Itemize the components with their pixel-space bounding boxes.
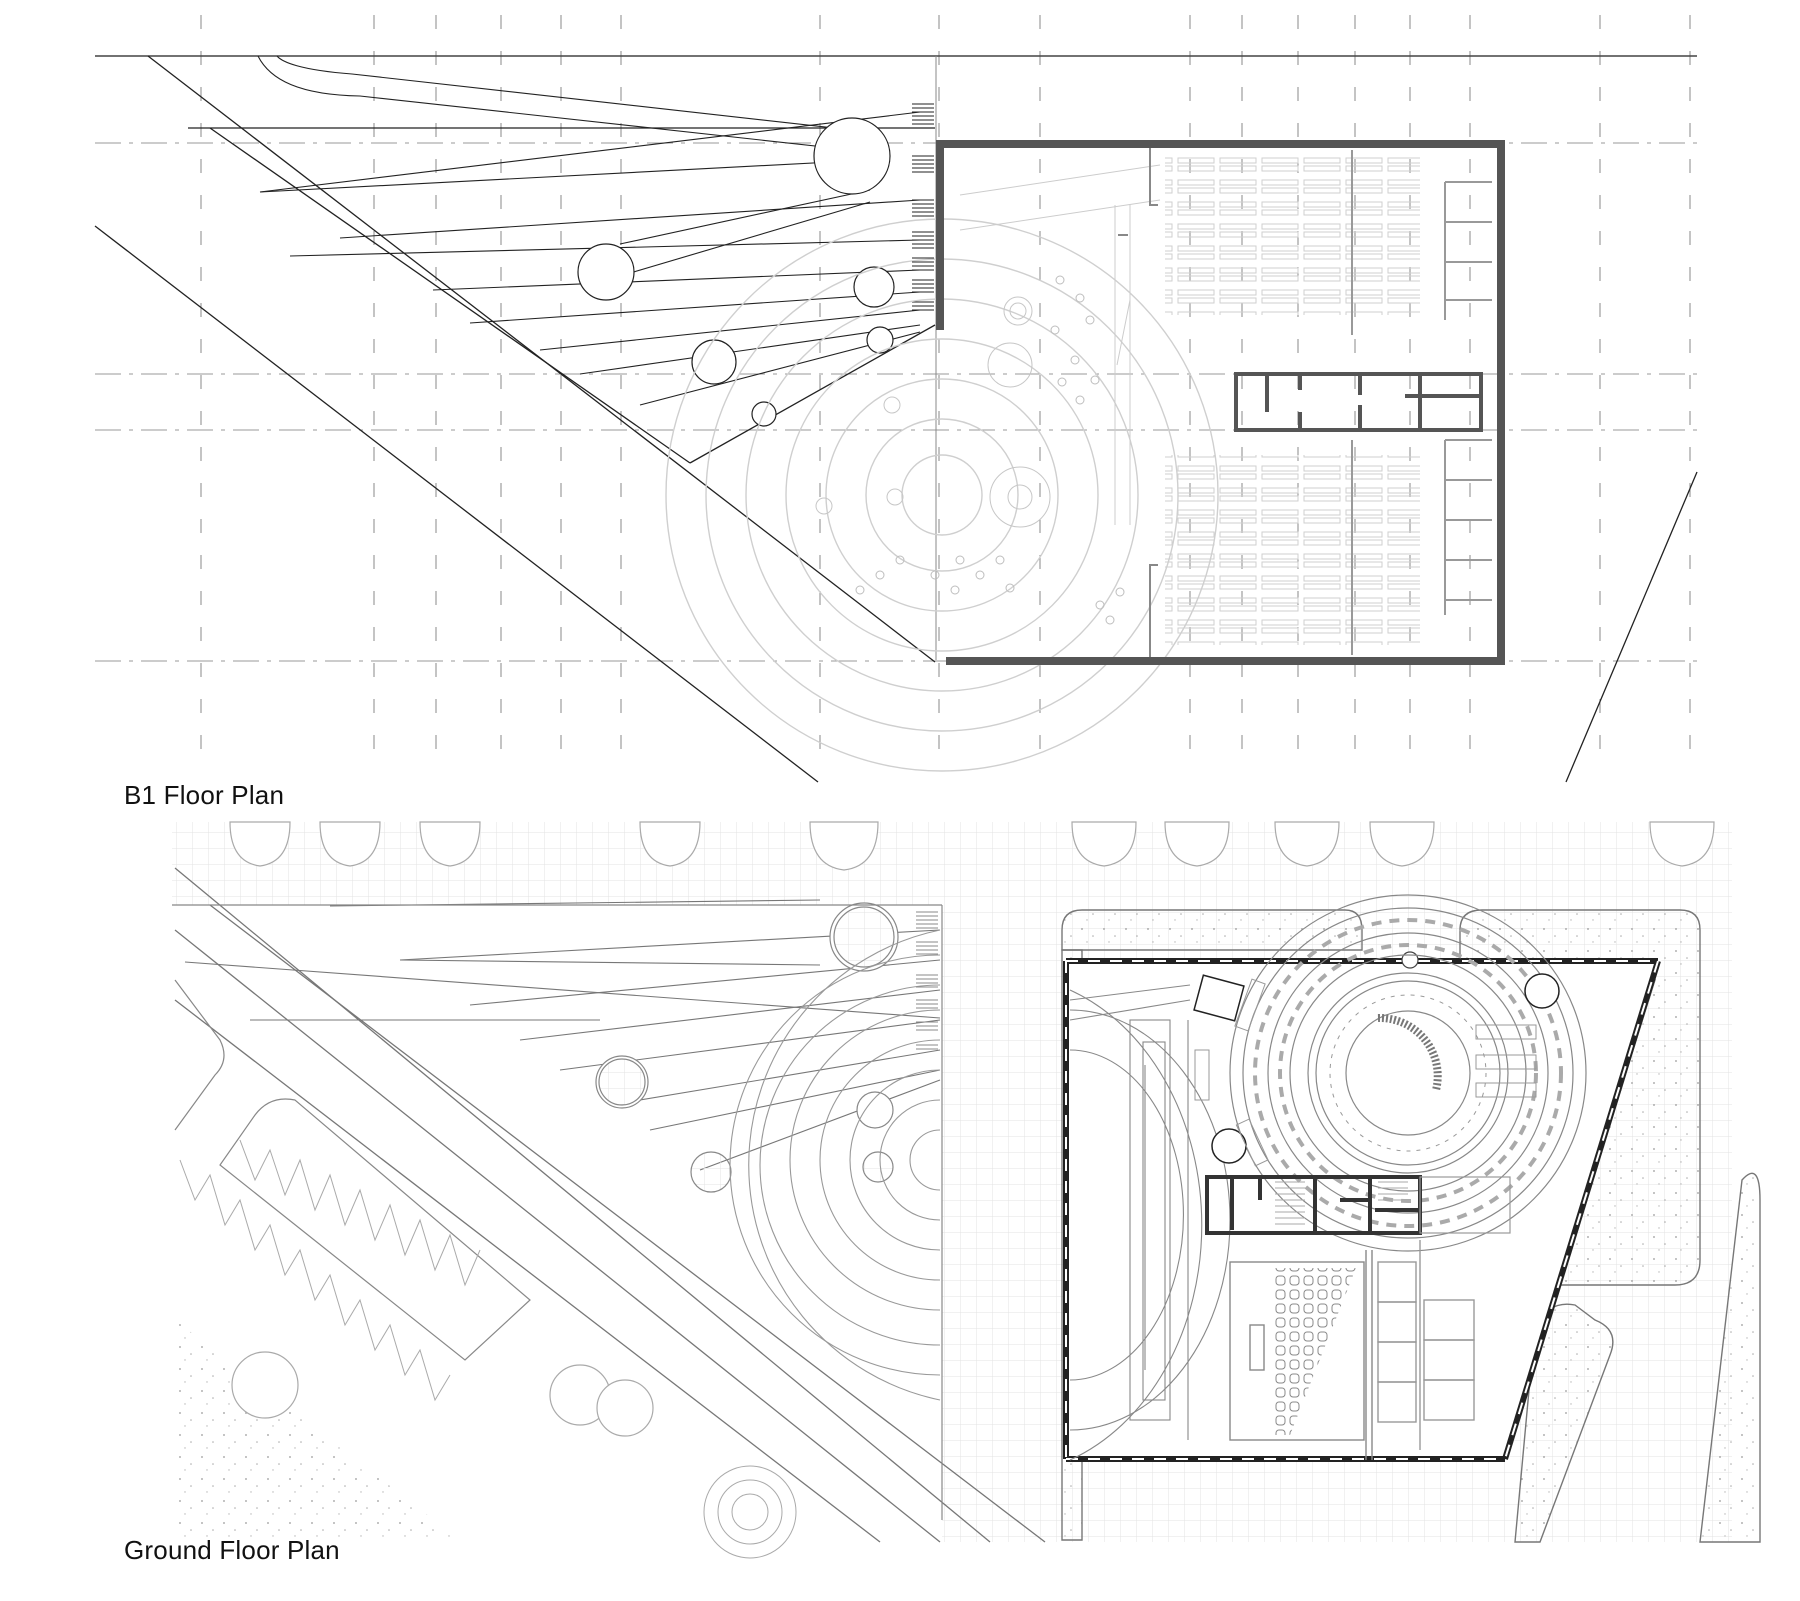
- circular-reading-hall: [1229, 894, 1587, 1252]
- ground-building: [1063, 894, 1662, 1462]
- ground-floor-plan: [172, 821, 1761, 1559]
- b1-service-core: [1234, 372, 1483, 432]
- b1-stacks-south: [1165, 455, 1420, 645]
- auditorium: [1229, 1250, 1373, 1460]
- street-trees: [229, 821, 1715, 871]
- b1-stacks-north: [1165, 155, 1420, 315]
- b1-perimeter-wall: [936, 140, 1505, 665]
- ground-floor-plan-title: Ground Floor Plan: [124, 1535, 340, 1565]
- b1-floor-plan-title: B1 Floor Plan: [124, 780, 285, 810]
- b1-floor-plan: [94, 15, 1700, 783]
- b1-grid-axes-horizontal: [95, 142, 1700, 662]
